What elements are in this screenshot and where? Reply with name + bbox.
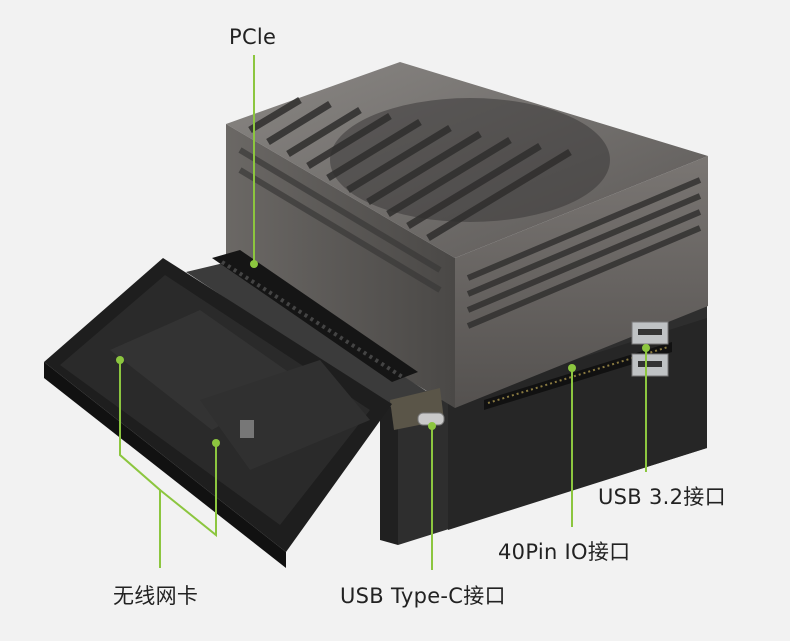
wireless-card-label: 无线网卡 <box>113 584 199 608</box>
pcie-label: PCle <box>229 25 277 49</box>
usb-typec-label: USB Type-C接口 <box>340 584 506 608</box>
wireless-card-tray <box>44 258 392 568</box>
pcie-slot <box>186 250 444 430</box>
usb32-label: USB 3.2接口 <box>598 485 726 509</box>
callout-leader-lines <box>119 55 647 570</box>
gpio-label: 40Pin IO接口 <box>498 540 631 564</box>
heatsink-housing <box>226 62 708 408</box>
gpio-header <box>484 342 672 410</box>
usb32-ports <box>631 321 669 377</box>
callout-dots <box>116 260 650 447</box>
